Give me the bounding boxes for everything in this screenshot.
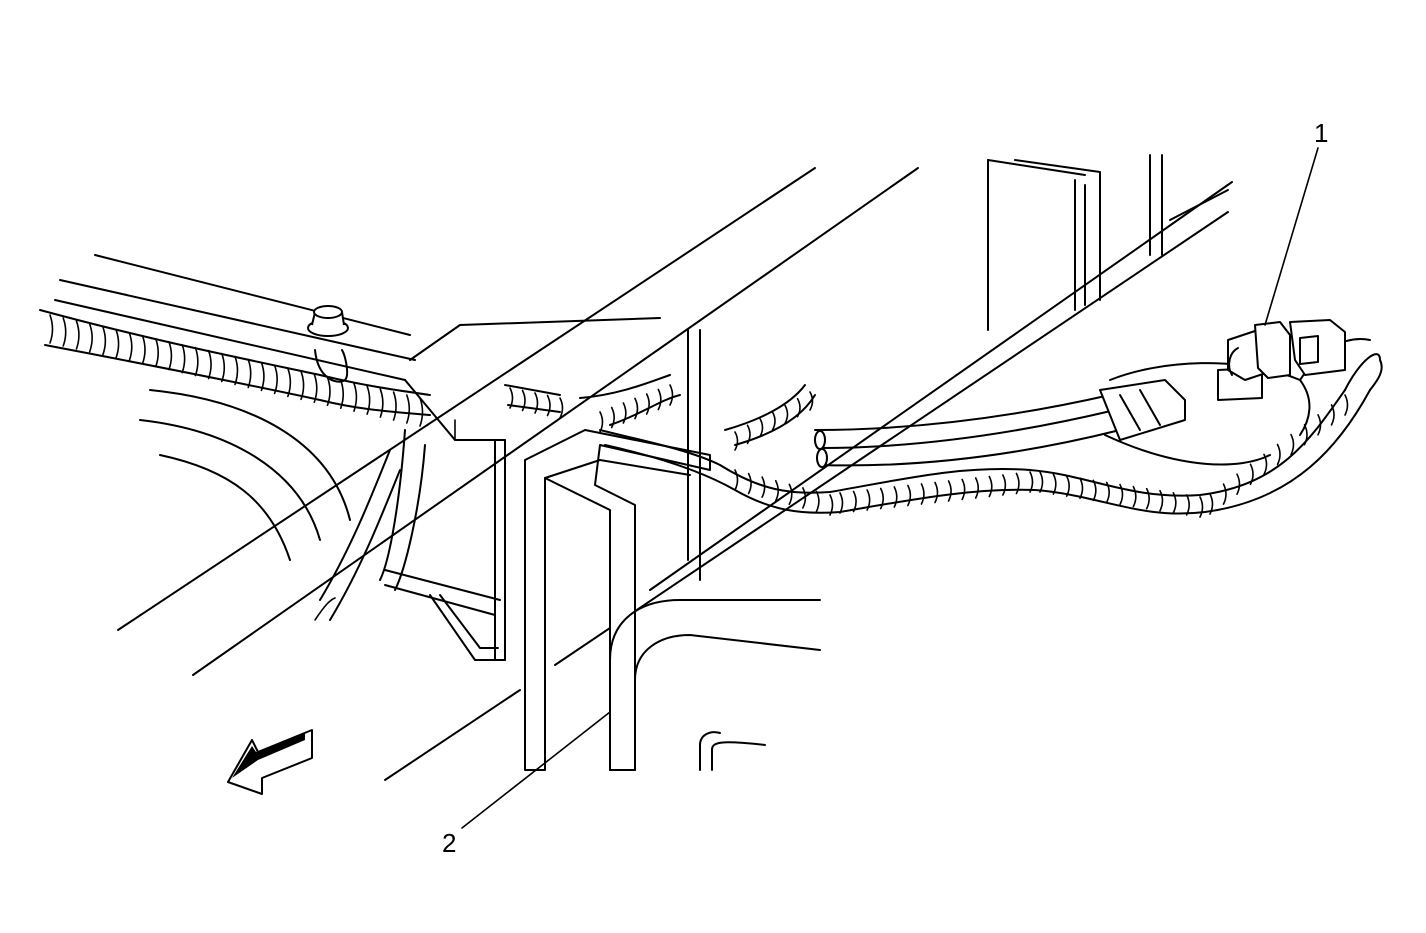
lower-bracket	[384, 439, 506, 661]
callout-2-leader	[461, 711, 611, 829]
electrical-connectors	[1217, 319, 1346, 401]
lower-right-panel	[609, 599, 821, 771]
left-panel-curves	[139, 389, 401, 621]
direction-arrow-icon	[227, 729, 313, 795]
callout-leaders	[461, 147, 1319, 829]
left-frame-rail	[54, 254, 661, 441]
crossmember-lines	[117, 167, 1233, 781]
harness-clip	[307, 305, 349, 383]
callout-1-label: 1	[1314, 118, 1329, 148]
upper-back-bracket	[987, 154, 1229, 331]
harness-ribs	[49, 314, 1349, 518]
vertical-post	[524, 329, 711, 771]
callout-2-label: 2	[442, 828, 457, 858]
callout-1-leader	[1264, 147, 1319, 326]
